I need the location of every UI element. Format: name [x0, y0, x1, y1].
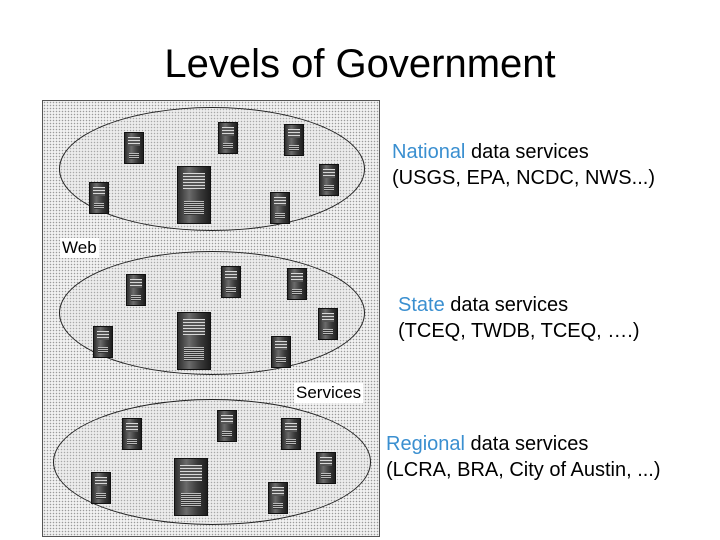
server-tower-icon [281, 418, 301, 450]
state-agencies: (TCEQ, TWDB, TCEQ, ….) [398, 320, 640, 342]
server-tower-icon [93, 326, 113, 358]
national-services-label: National data services (USGS, EPA, NCDC,… [392, 139, 655, 191]
services-label: Services [294, 383, 364, 403]
web-label: Web [60, 238, 99, 258]
server-tower-icon [91, 472, 111, 504]
server-tower-icon [89, 182, 109, 214]
server-tower-icon [177, 166, 211, 224]
state-accent: State [398, 294, 445, 316]
national-agencies: (USGS, EPA, NCDC, NWS...) [392, 167, 655, 189]
server-tower-icon [319, 164, 339, 196]
server-tower-icon [174, 458, 208, 516]
regional-agencies: (LCRA, BRA, City of Austin, ...) [386, 459, 661, 481]
national-accent: National [392, 141, 466, 163]
server-tower-icon [221, 266, 241, 298]
server-tower-icon [270, 192, 290, 224]
page-title: Levels of Government [164, 42, 556, 86]
national-cluster [59, 107, 365, 231]
server-tower-icon [287, 268, 307, 300]
web-services-panel [42, 100, 380, 537]
server-tower-icon [217, 410, 237, 442]
regional-cluster [53, 399, 371, 525]
state-services-label: State data services (TCEQ, TWDB, TCEQ, …… [398, 292, 639, 344]
regional-services-label: Regional data services (LCRA, BRA, City … [386, 431, 661, 483]
regional-rest: data services [464, 433, 589, 455]
server-tower-icon [177, 312, 211, 370]
regional-accent: Regional [386, 433, 465, 455]
server-tower-icon [318, 308, 338, 340]
state-rest: data services [444, 294, 569, 316]
server-tower-icon [122, 418, 142, 450]
state-cluster [59, 251, 365, 375]
server-tower-icon [268, 482, 288, 514]
server-tower-icon [271, 336, 291, 368]
server-tower-icon [218, 122, 238, 154]
national-rest: data services [465, 141, 589, 163]
server-tower-icon [124, 132, 144, 164]
server-tower-icon [316, 452, 336, 484]
server-tower-icon [284, 124, 304, 156]
server-tower-icon [126, 274, 146, 306]
